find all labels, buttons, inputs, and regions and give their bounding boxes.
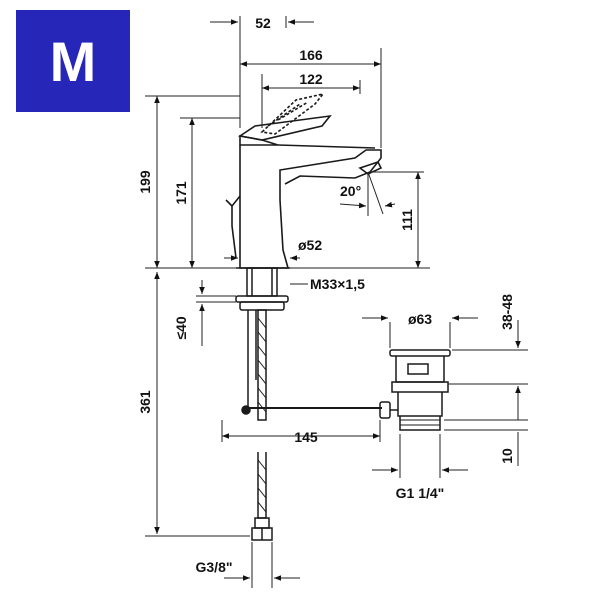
- dim-base-diameter: ø52: [298, 237, 322, 253]
- dim-mount-thread: M33×1,5: [310, 276, 365, 292]
- faucet-body: [225, 92, 383, 269]
- pop-up-rod-knob: [231, 195, 241, 259]
- model-badge: M: [16, 10, 130, 112]
- waste-flange: [389, 349, 451, 357]
- pop-up-waste: [379, 349, 451, 431]
- faucet-column: [239, 145, 382, 269]
- dim-top-width: 52: [255, 15, 271, 31]
- dim-total-height: 199: [137, 170, 153, 194]
- dim-overall-reach: 166: [299, 47, 323, 63]
- hose-fitting: [254, 517, 270, 529]
- braided-hose-upper: [257, 309, 267, 421]
- dim-waste-thread-height: 10: [499, 448, 515, 464]
- dim-waste-range: 38-48: [499, 294, 515, 330]
- dim-hose-length: 361: [137, 390, 153, 414]
- dim-hose-thread: G3/8": [196, 559, 233, 575]
- dim-waste-thread: G1 1/4": [396, 485, 445, 501]
- dim-rod-length: 145: [294, 429, 318, 445]
- dim-waste-diameter: ø63: [408, 311, 432, 327]
- lever-raised-outline: [260, 92, 326, 135]
- mounting-nut: [235, 295, 289, 303]
- model-badge-letter: M: [49, 29, 97, 93]
- mounting-assembly: [235, 267, 382, 541]
- dimension-lines: [145, 16, 528, 588]
- dim-body-height: 171: [173, 181, 189, 205]
- dim-spout-reach: 122: [299, 71, 323, 87]
- dim-spout-height: 111: [399, 209, 415, 231]
- dim-max-deck-thickness: ≤40: [173, 316, 189, 339]
- aerator: [358, 161, 383, 175]
- dimension-labels: 52 166 122 199 171 111 20° ø52 M33×1,5 ≤…: [137, 15, 515, 575]
- lever-handle: [237, 114, 332, 141]
- dim-spout-angle: 20°: [340, 183, 361, 199]
